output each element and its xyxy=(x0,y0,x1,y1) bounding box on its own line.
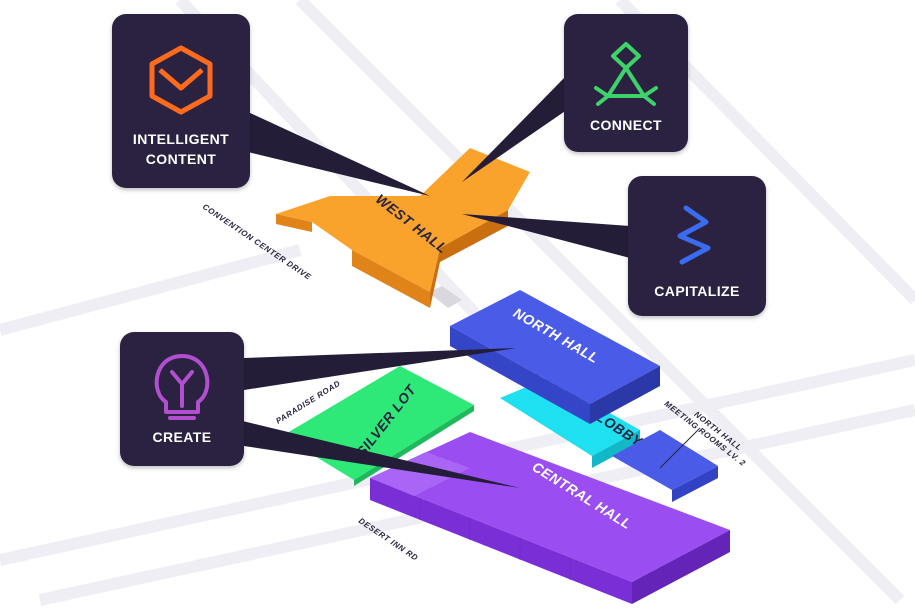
triangle-nodes-icon xyxy=(594,42,658,106)
card-connect-label: CONNECT xyxy=(590,117,662,133)
north-meeting-rooms[interactable] xyxy=(612,430,718,502)
card-connect[interactable]: CONNECT xyxy=(564,14,688,152)
north-hall[interactable]: NORTH HALL xyxy=(450,290,660,424)
west-hall[interactable]: WEST HALL xyxy=(276,148,530,308)
lightbulb-icon xyxy=(154,354,210,420)
meeting-rooms-leader xyxy=(659,427,701,469)
zigzag-bolt-icon xyxy=(677,205,711,265)
card-create[interactable]: CREATE xyxy=(120,332,244,466)
callout-pointers xyxy=(230,74,630,488)
card-intelligent-content-line2: CONTENT xyxy=(146,151,217,167)
skybridge xyxy=(428,286,462,308)
card-intelligent-content[interactable]: INTELLIGENT CONTENT xyxy=(112,14,250,188)
card-intelligent-content-line1: INTELLIGENT xyxy=(133,131,229,147)
central-hall[interactable]: CENTRAL HALL xyxy=(370,432,730,604)
card-capitalize-label: CAPITALIZE xyxy=(654,283,739,299)
card-capitalize[interactable]: CAPITALIZE xyxy=(628,176,766,316)
card-create-label: CREATE xyxy=(153,429,212,445)
hexagon-check-icon xyxy=(149,45,213,115)
